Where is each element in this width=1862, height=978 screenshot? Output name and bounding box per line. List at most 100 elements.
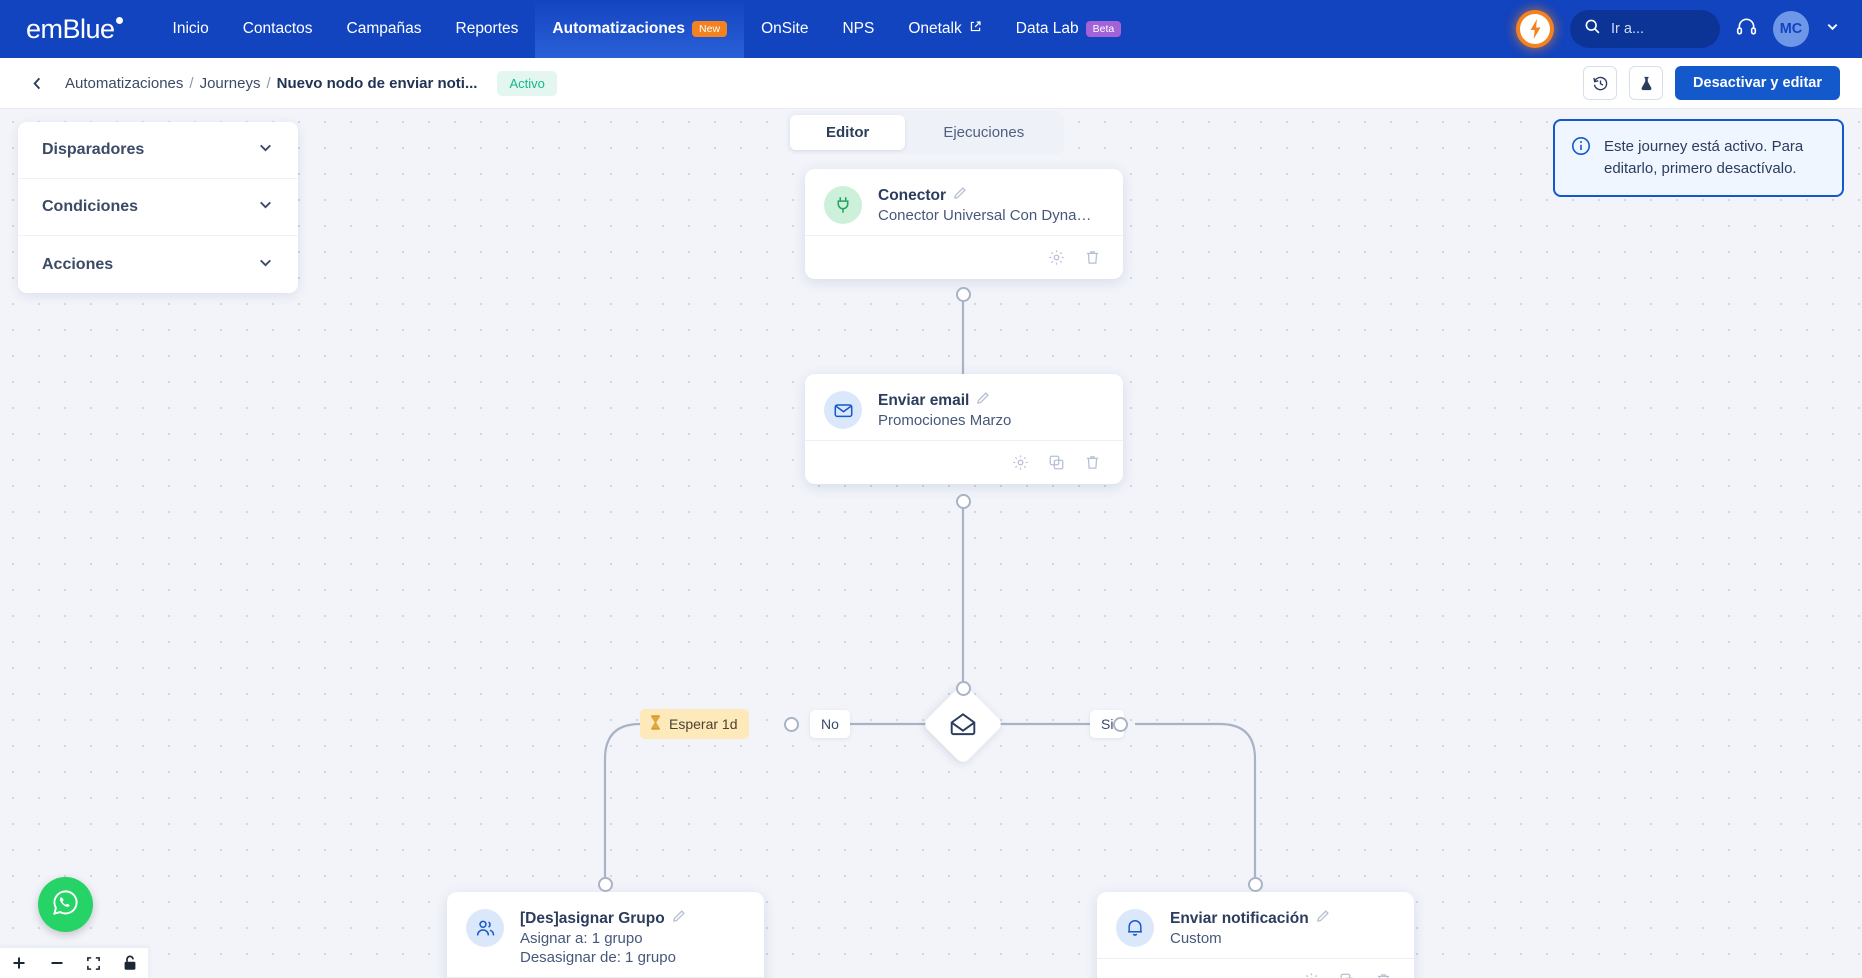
palette-section-condiciones[interactable]: Condiciones [18,179,298,236]
node-body: Enviar notificación Custom [1097,892,1414,958]
journey-canvas[interactable]: Disparadores Condiciones Acciones Editor [0,109,1862,978]
emblue-logo[interactable]: emBlue [26,13,123,45]
edit-pencil-icon[interactable] [976,391,990,410]
nav-item-nps[interactable]: NPS [825,0,891,58]
node-actions [805,440,1123,484]
edit-pencil-icon[interactable] [953,186,967,205]
edge-label-si: Si [1090,710,1125,738]
breadcrumb-section[interactable]: Journeys [199,74,261,92]
nav-item-inicio[interactable]: Inicio [156,0,226,58]
breadcrumb-root[interactable]: Automatizaciones [65,74,184,92]
tab-editor[interactable]: Editor [790,115,906,150]
whatsapp-button[interactable] [38,877,93,932]
lightning-button[interactable] [1516,10,1554,48]
edit-pencil-icon[interactable] [672,909,686,928]
chevron-down-icon [257,139,274,161]
node-text: Enviar notificación Custom [1170,909,1330,947]
back-button[interactable] [26,72,49,95]
fit-screen-icon[interactable] [86,956,101,971]
nav-right-cluster: MC [1516,10,1840,48]
headset-icon[interactable] [1736,16,1757,42]
node-desasignar-grupo[interactable]: [Des]asignar Grupo Asignar a: 1 grupo De… [447,892,764,978]
nav-label: NPS [842,20,875,37]
nav-item-onsite[interactable]: OnSite [744,0,825,58]
nav-item-campanas[interactable]: Campañas [330,0,439,58]
canvas-toolbar [0,948,148,978]
edit-pencil-icon[interactable] [1316,909,1330,928]
node-title: Enviar email [878,391,970,409]
node-subtitle: Conector Universal Con Dynamic Fi... [878,207,1093,224]
port-no[interactable] [784,717,799,732]
chevron-down-icon[interactable] [1825,19,1840,39]
edge-no-branch [603,722,730,884]
nav-item-data-lab[interactable]: Data Lab Beta [999,0,1139,58]
palette-section-acciones[interactable]: Acciones [18,236,298,293]
palette-label: Acciones [42,255,114,273]
node-body: Enviar email Promociones Marzo [805,374,1123,440]
port-notif-in[interactable] [1248,877,1263,892]
node-title-row: Conector [878,186,1093,205]
node-title: Enviar notificación [1170,909,1309,927]
nav-items: Inicio Contactos Campañas Reportes Autom… [156,0,1139,58]
badge-beta: Beta [1085,20,1122,38]
nav-item-contactos[interactable]: Contactos [226,0,330,58]
trash-icon[interactable] [1375,972,1392,978]
bell-icon [1116,909,1154,947]
search-box[interactable] [1570,10,1720,48]
nav-item-onetalk[interactable]: Onetalk [891,0,998,58]
search-icon [1584,18,1601,40]
plus-icon[interactable] [11,955,27,971]
breadcrumb: Automatizaciones / Journeys / Nuevo nodo… [65,75,477,92]
node-title-row: Enviar email [878,391,1011,410]
port-si[interactable] [1113,717,1128,732]
node-palette: Disparadores Condiciones Acciones [18,122,298,293]
breadcrumb-current: Nuevo nodo de enviar noti... [276,74,478,92]
search-input[interactable] [1611,21,1706,37]
node-conector[interactable]: Conector Conector Universal Con Dynamic … [805,169,1123,279]
history-icon[interactable] [1583,66,1618,100]
editor-tabs: Editor Ejecuciones [786,111,1065,154]
nav-item-reportes[interactable]: Reportes [439,0,536,58]
port-grupo-in[interactable] [598,877,613,892]
hourglass-icon [649,715,662,733]
port-decision-in[interactable] [956,681,971,696]
deactivate-edit-button[interactable]: Desactivar y editar [1675,66,1840,100]
top-navbar: emBlue Inicio Contactos Campañas Reporte… [0,0,1862,58]
avatar[interactable]: MC [1773,11,1809,47]
copy-icon[interactable] [1048,454,1065,471]
nav-label: Data Lab [1015,20,1079,37]
node-subtitle-2: Desasignar de: 1 grupo [520,949,676,966]
trash-icon[interactable] [1084,249,1101,266]
brand-text: emBlue [26,13,115,44]
palette-section-disparadores[interactable]: Disparadores [18,122,298,179]
node-body: Conector Conector Universal Con Dynamic … [805,169,1123,235]
node-enviar-email[interactable]: Enviar email Promociones Marzo [805,374,1123,484]
wait-chip[interactable]: Esperar 1d [640,709,750,739]
node-enviar-notificacion[interactable]: Enviar notificación Custom [1097,892,1414,978]
minus-icon[interactable] [49,955,65,971]
chevron-down-icon [257,254,274,276]
gear-icon[interactable] [1048,249,1065,266]
nav-item-automatizaciones[interactable]: Automatizaciones New [535,0,745,58]
breadcrumb-separator: / [189,74,194,92]
subbar-actions: Desactivar y editar [1583,66,1840,100]
node-actions [1097,958,1414,978]
copy-icon[interactable] [1339,972,1356,978]
trash-icon[interactable] [1084,454,1101,471]
node-subtitle: Promociones Marzo [878,412,1012,429]
badge-new: New [692,20,728,38]
tab-ejecuciones[interactable]: Ejecuciones [943,124,1025,141]
nav-label: Inicio [172,20,209,37]
port-conector-out[interactable] [956,287,971,302]
flask-icon[interactable] [1629,66,1664,100]
port-email-out[interactable] [956,494,971,509]
whatsapp-icon [50,887,81,923]
chevron-down-icon [257,196,274,218]
external-link-icon [969,20,982,38]
gear-icon[interactable] [1012,454,1029,471]
gear-icon[interactable] [1303,972,1320,978]
wait-chip-label: Esperar 1d [669,716,738,732]
node-actions [805,235,1123,279]
node-title: [Des]asignar Grupo [520,909,665,927]
lock-icon[interactable] [123,955,137,971]
